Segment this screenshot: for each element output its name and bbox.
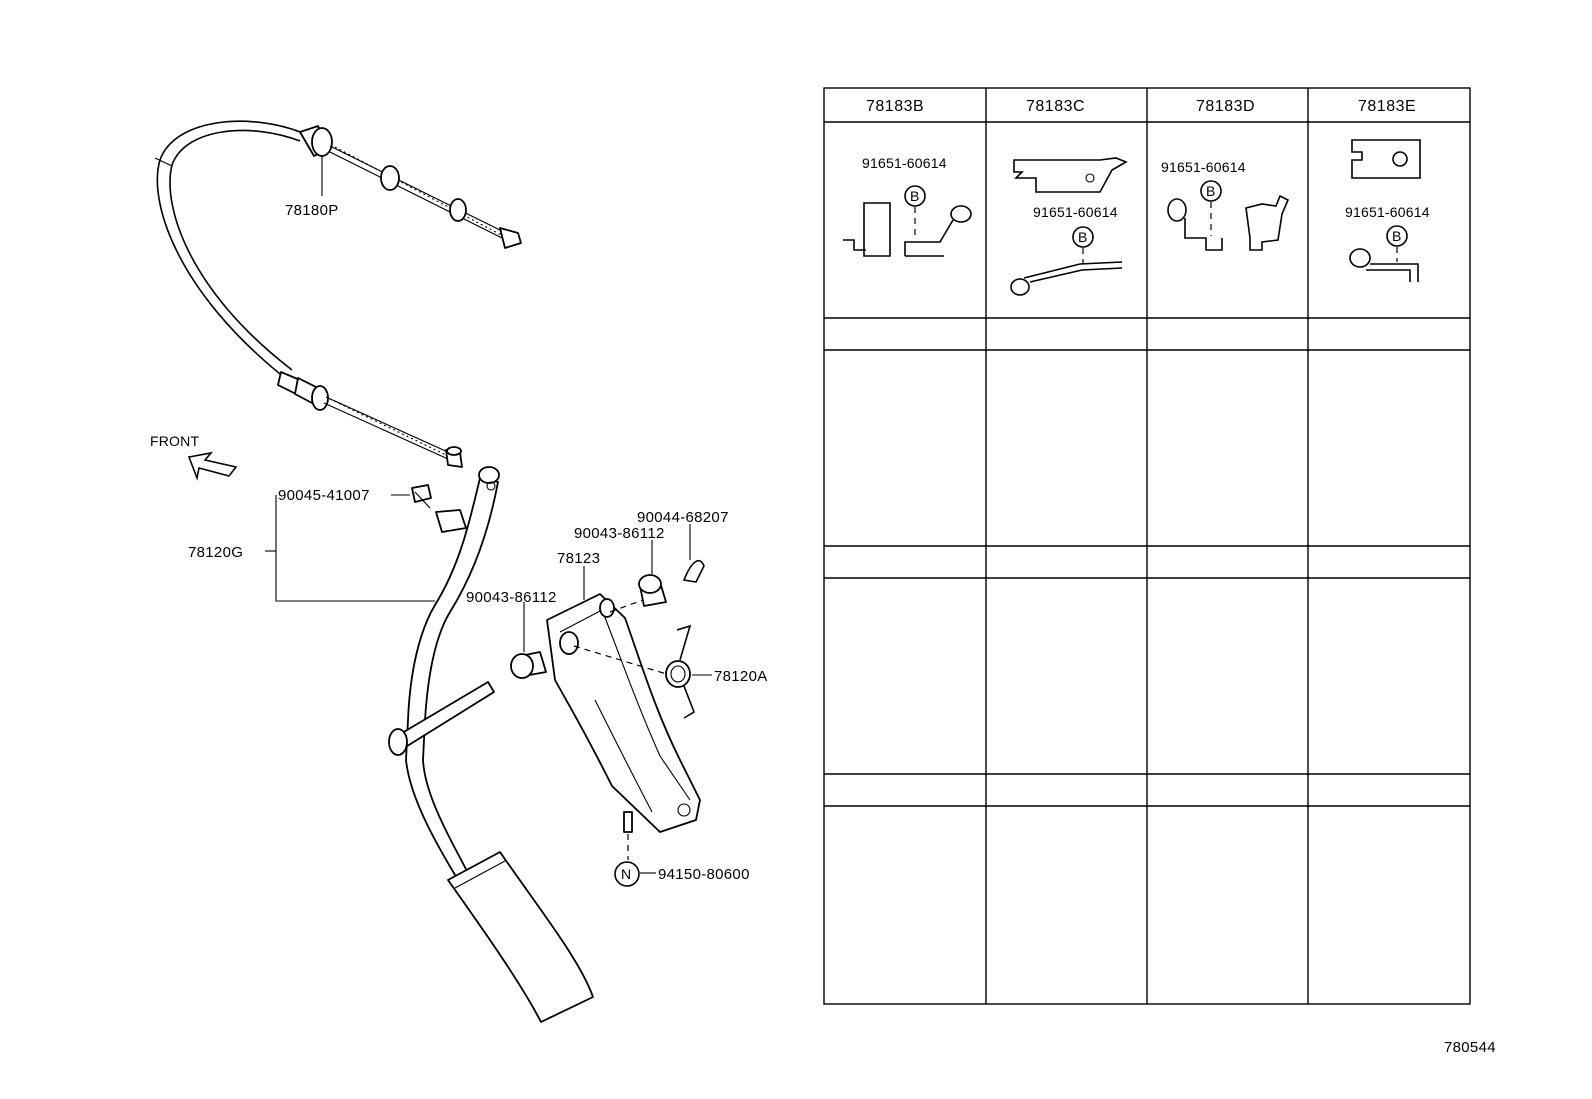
front-arrow-icon xyxy=(187,451,238,481)
bolt-icon xyxy=(411,484,432,503)
pedal-assy-label: 78120G xyxy=(188,544,243,561)
nut-ref-badge xyxy=(614,861,640,887)
cell-78183e: 91651-60614 B xyxy=(1345,139,1430,282)
cell-e-ref-letter: B xyxy=(1392,228,1402,244)
variant-table xyxy=(823,87,1471,1005)
clip-icon xyxy=(682,559,705,583)
spring-icon xyxy=(665,624,695,719)
cell-e-part-label: 91651-60614 xyxy=(1345,204,1430,220)
cable-label: 78180P xyxy=(285,202,339,219)
bushing-right-label: 90043-86112 xyxy=(574,525,665,542)
pedal-assy-bracket xyxy=(275,495,435,602)
cell-e-ref-badge xyxy=(1386,225,1408,247)
cell-b-ref-letter: B xyxy=(910,188,920,204)
cell-d-part-label: 91651-60614 xyxy=(1161,159,1246,175)
accelerator-cable xyxy=(154,120,522,468)
table-header-d: 78183D xyxy=(1196,98,1255,115)
table-header-b: 78183B xyxy=(866,98,924,115)
nut-label: 94150-80600 xyxy=(658,866,750,883)
cell-c-ref-badge xyxy=(1072,226,1094,248)
pedal-arm xyxy=(388,466,594,1023)
diagram-code: 780544 xyxy=(1444,1039,1496,1056)
cell-d-ref-badge xyxy=(1200,180,1222,202)
cell-c-ref-letter: B xyxy=(1078,229,1088,245)
bracket-label: 78123 xyxy=(557,550,600,567)
cell-b-ref-badge xyxy=(904,185,926,207)
table-header-e: 78183E xyxy=(1358,98,1416,115)
front-label: FRONT xyxy=(150,433,199,449)
stud-icon xyxy=(623,811,633,833)
table-header-c: 78183C xyxy=(1026,98,1085,115)
cell-78183d: 91651-60614 B xyxy=(1161,159,1290,251)
cell-d-ref-letter: B xyxy=(1206,183,1216,199)
bolt-label: 90045-41007 xyxy=(278,487,370,504)
cell-c-part-label: 91651-60614 xyxy=(1033,204,1118,220)
cell-78183c: 91651-60614 B xyxy=(1010,157,1128,296)
nut-ref-letter: N xyxy=(621,866,631,882)
cell-b-part-label: 91651-60614 xyxy=(862,155,947,171)
spring-label: 78120A xyxy=(714,668,768,685)
bushing-left-label: 90043-86112 xyxy=(466,589,557,606)
clip-label: 90044-68207 xyxy=(637,509,729,526)
cell-78183b: 91651-60614 B xyxy=(843,155,972,257)
pedal-bracket xyxy=(546,593,701,833)
